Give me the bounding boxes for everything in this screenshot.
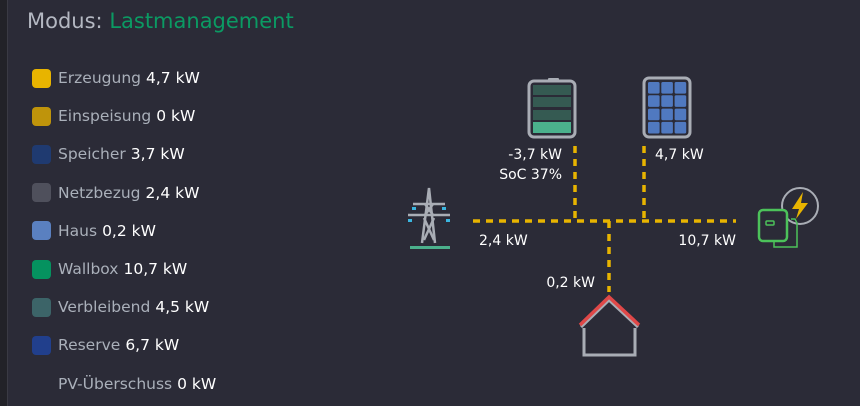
color-swatch (32, 221, 51, 241)
legend-label: Einspeisung (58, 107, 152, 126)
power-tower-icon (408, 187, 450, 249)
mode-title: Modus: Lastmanagement (27, 9, 294, 33)
legend-value: 0,2 kW (102, 221, 156, 240)
legend-value: 6,7 kW (125, 336, 180, 355)
legend-label: Reserve (58, 336, 121, 355)
color-swatch (32, 68, 51, 88)
battery-power: -3,7 kW (508, 147, 562, 163)
color-swatch (32, 259, 51, 279)
solar-cell (648, 95, 660, 107)
color-swatch (32, 144, 51, 164)
legend-value: 2,4 kW (145, 183, 200, 202)
legend-value: 10,7 kW (123, 260, 188, 279)
solar-cell (674, 95, 687, 107)
wallbox-power: 10,7 kW (678, 233, 736, 249)
color-swatch (32, 335, 51, 355)
mode-label: Modus: (27, 9, 103, 33)
legend-value: 0 kW (156, 107, 196, 126)
house-power: 0,2 kW (546, 275, 595, 291)
pv-power: 4,7 kW (655, 147, 704, 163)
legend-value: 4,5 kW (155, 298, 210, 317)
solar-cell (661, 95, 673, 107)
house-icon (578, 294, 641, 357)
solar-panel-icon (642, 76, 692, 139)
solar-cell (674, 108, 687, 121)
solar-cell (674, 121, 687, 134)
legend-label: Haus (58, 221, 98, 240)
legend-item-erzeugung: Erzeugung 4,7 kW (32, 59, 216, 97)
color-swatch (32, 183, 51, 203)
battery-icon (527, 78, 577, 139)
legend-label: Netzbezug (58, 183, 141, 202)
legend-value: 3,7 kW (130, 145, 185, 164)
solar-cell (648, 121, 660, 134)
solar-cell (661, 121, 673, 134)
solar-cell (661, 108, 673, 121)
battery-soc: SoC 37% (499, 167, 562, 183)
wallbox-icon (757, 187, 819, 248)
mode-value: Lastmanagement (109, 9, 294, 33)
legend-label: Verbleibend (58, 298, 151, 317)
legend-label: Erzeugung (58, 69, 141, 88)
legend-label: Speicher (58, 145, 126, 164)
flow-lines (473, 146, 736, 292)
color-swatch (32, 106, 51, 126)
legend-label: Wallbox (58, 260, 119, 279)
grid-power: 2,4 kW (479, 233, 528, 249)
legend-value: 4,7 kW (146, 69, 200, 88)
solar-cell (648, 82, 660, 94)
color-swatch (32, 297, 51, 317)
solar-cell (661, 82, 673, 94)
legend-value: 0 kW (177, 374, 217, 393)
legend-label: PV-Überschuss (58, 374, 173, 393)
solar-cell (648, 108, 660, 121)
solar-cell (674, 82, 687, 94)
